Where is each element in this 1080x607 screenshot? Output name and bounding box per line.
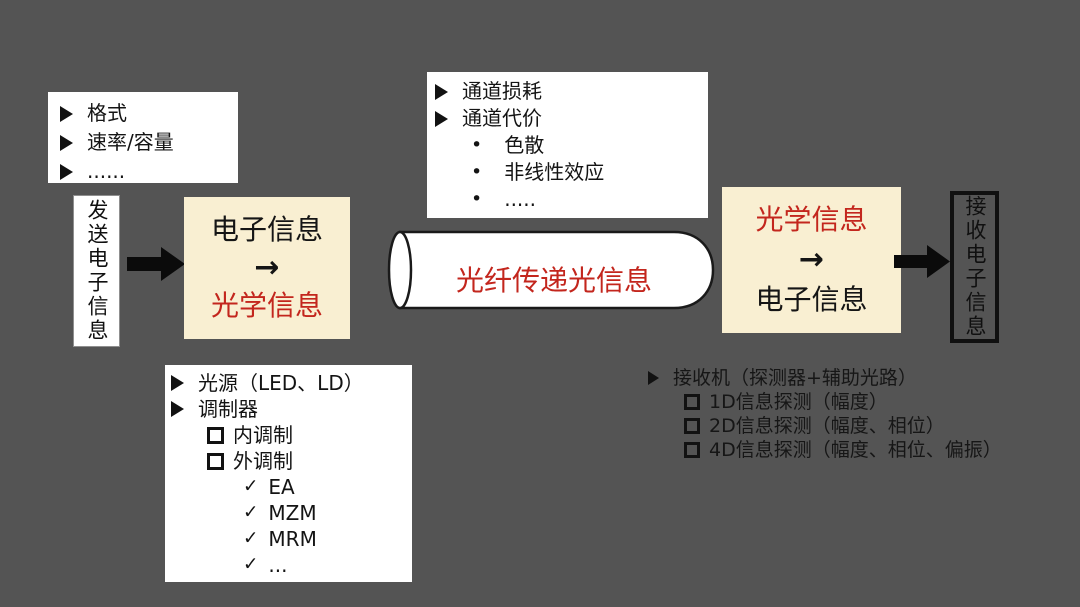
list-item: 调制器 (171, 396, 412, 422)
list-item-label: 调制器 (198, 397, 258, 421)
list-item-label: 2D信息探测（幅度、相位） (709, 415, 945, 437)
list-item: •..... (435, 186, 708, 213)
receive-box-label: 接收电子信息 (963, 195, 987, 339)
list-item: 速率/容量 (60, 128, 238, 157)
send-electronic-info-box: 发送电子信息 (73, 195, 120, 347)
electronic-to-optical-box: 电子信息 → 光学信息 (184, 197, 350, 339)
list-item: 2D信息探测（幅度、相位） (648, 414, 1078, 438)
right-arrow-icon (127, 247, 185, 281)
list-item-label: 非线性效应 (504, 160, 605, 184)
dot-bullet-icon: • (471, 188, 483, 210)
optical-to-electronic-box: 光学信息 → 电子信息 (722, 187, 901, 333)
fiber-cylinder-shape (387, 230, 715, 310)
list-item-label: 接收机（探测器+辅助光路） (673, 367, 917, 389)
square-bullet-icon (207, 452, 233, 470)
arrow-bullet-icon (60, 105, 73, 122)
list-item-label: MRM (268, 527, 317, 551)
check-bullet-icon: ✓ (243, 476, 259, 497)
list-item-label: 格式 (87, 101, 127, 125)
list-item-label: 外调制 (233, 449, 293, 473)
receive-electronic-info-box: 接收电子信息 (950, 191, 999, 343)
modulator-annotation-box: 光源（LED、LD）调制器内调制外调制✓EA✓MZM✓MRM✓... (165, 365, 412, 582)
list-item-label: EA (268, 475, 295, 499)
list-item-label: 速率/容量 (87, 130, 174, 154)
check-bullet-icon: ✓ (243, 554, 259, 575)
list-item: 光源（LED、LD） (171, 370, 412, 396)
list-item-label: ...... (87, 159, 126, 183)
list-item-label: 1D信息探测（幅度） (709, 391, 888, 413)
square-bullet-icon (684, 442, 709, 458)
encode-top-label: 电子信息 (210, 213, 323, 247)
list-item: ✓ EA (171, 474, 412, 500)
list-item: 格式 (60, 99, 238, 128)
square-bullet-icon (684, 394, 709, 410)
list-item-label: MZM (268, 501, 317, 525)
channel-annotation-box: 通道损耗通道代价•色散•非线性效应•..... (427, 72, 708, 218)
list-item-label: ... (268, 553, 288, 577)
list-item: 内调制 (171, 422, 412, 448)
right-arrow-icon (894, 245, 950, 278)
list-item: • 非线性效应 (435, 159, 708, 186)
square-bullet-icon (207, 426, 233, 444)
square-bullet-icon (684, 418, 709, 434)
list-item: 接收机（探测器+辅助光路） (648, 366, 1078, 390)
list-item: ✓ MZM (171, 500, 412, 526)
list-item: ...... (60, 157, 238, 186)
encode-bottom-label: 光学信息 (210, 289, 323, 322)
list-item: 外调制 (171, 448, 412, 474)
down-arrow-label: → (254, 250, 280, 285)
format-annotation-box: 格式速率/容量...... (48, 92, 238, 183)
arrow-bullet-icon (60, 163, 73, 180)
send-box-label: 发送电子信息 (85, 199, 109, 343)
check-bullet-icon: ✓ (243, 528, 259, 549)
arrow-bullet-icon (648, 371, 659, 385)
list-item-label: 内调制 (233, 423, 293, 447)
down-arrow-label: → (798, 242, 825, 277)
arrow-bullet-icon (435, 83, 448, 100)
list-item: 通道代价 (435, 105, 708, 132)
dot-bullet-icon: • (471, 134, 483, 156)
list-item-label: 4D信息探测（幅度、相位、偏振） (709, 439, 1002, 461)
fiber-label: 光纤传递光信息 (455, 264, 652, 297)
list-item: 1D信息探测（幅度） (648, 390, 1078, 414)
list-item: 通道损耗 (435, 78, 708, 105)
decode-top-label: 光学信息 (755, 203, 868, 237)
list-item-label: 光源（LED、LD） (198, 371, 364, 395)
arrow-bullet-icon (171, 401, 184, 417)
receiver-notes: 接收机（探测器+辅助光路）1D信息探测（幅度）2D信息探测（幅度、相位）4D信息… (648, 366, 1078, 462)
check-bullet-icon: ✓ (243, 502, 259, 523)
list-item-label: 色散 (504, 133, 545, 157)
list-item: 4D信息探测（幅度、相位、偏振） (648, 438, 1078, 462)
list-item: ✓... (171, 552, 412, 578)
list-item-label: ..... (504, 187, 537, 211)
list-item: • 色散 (435, 132, 708, 159)
list-item: ✓ MRM (171, 526, 412, 552)
arrow-bullet-icon (435, 110, 448, 127)
decode-bottom-label: 电子信息 (755, 283, 868, 316)
list-item-label: 通道代价 (462, 106, 542, 130)
arrow-bullet-icon (171, 375, 184, 391)
dot-bullet-icon: • (471, 161, 483, 183)
arrow-bullet-icon (60, 134, 73, 151)
list-item-label: 通道损耗 (462, 79, 542, 103)
